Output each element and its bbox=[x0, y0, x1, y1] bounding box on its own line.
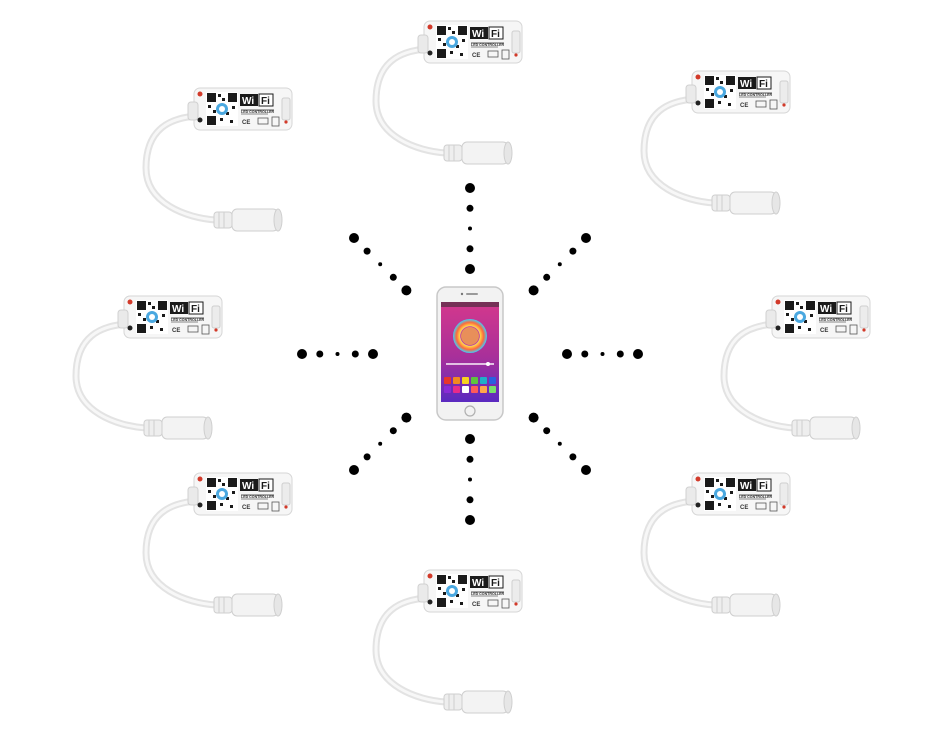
ce-mark: CE bbox=[172, 328, 180, 334]
brand-wi-label: Wi bbox=[472, 578, 484, 589]
ce-mark: CE bbox=[740, 103, 748, 109]
color-swatch bbox=[462, 386, 469, 393]
color-swatch bbox=[489, 377, 496, 384]
signal-dot bbox=[557, 441, 562, 446]
brand-fi-label: Fi bbox=[839, 304, 848, 315]
signal-dot bbox=[378, 262, 383, 267]
model-label: LED CONTROLLER bbox=[241, 110, 275, 114]
model-label: LED CONTROLLER bbox=[241, 495, 275, 499]
signal-dot bbox=[528, 412, 539, 423]
color-swatch bbox=[480, 377, 487, 384]
model-label: LED CONTROLLER bbox=[471, 592, 505, 596]
ce-mark: CE bbox=[472, 53, 480, 59]
signal-dot bbox=[468, 477, 472, 482]
color-swatch bbox=[444, 377, 451, 384]
signal-dot bbox=[349, 465, 359, 475]
signal-dot bbox=[581, 465, 591, 475]
signal-dot bbox=[616, 350, 624, 358]
color-swatch bbox=[471, 386, 478, 393]
brand-wi-label: Wi bbox=[172, 304, 184, 315]
brand-wi-label: Wi bbox=[740, 481, 752, 492]
signal-dot bbox=[466, 204, 474, 212]
brand-fi-label: Fi bbox=[261, 96, 270, 107]
color-swatch bbox=[471, 377, 478, 384]
brand-wi-label: Wi bbox=[242, 481, 254, 492]
model-label: LED CONTROLLER bbox=[171, 318, 205, 322]
signal-dot bbox=[600, 352, 605, 356]
signal-dots bbox=[297, 183, 643, 525]
signal-dot bbox=[351, 350, 359, 358]
brand-wi-label: Wi bbox=[472, 29, 484, 40]
signal-dot bbox=[378, 441, 383, 446]
signal-dot bbox=[543, 427, 551, 435]
brand-fi-label: Fi bbox=[191, 304, 200, 315]
model-label: LED CONTROLLER bbox=[739, 93, 773, 97]
model-label: LED CONTROLLER bbox=[739, 495, 773, 499]
signal-dot bbox=[528, 285, 539, 296]
color-swatch bbox=[480, 386, 487, 393]
signal-dot bbox=[389, 427, 397, 435]
ce-mark: CE bbox=[740, 505, 748, 511]
brand-wi-label: Wi bbox=[740, 79, 752, 90]
signal-dot bbox=[465, 434, 475, 444]
signal-dot bbox=[569, 453, 577, 461]
signal-dot bbox=[335, 352, 340, 356]
signal-dot bbox=[465, 515, 475, 525]
ce-mark: CE bbox=[820, 328, 828, 334]
ce-mark: CE bbox=[242, 505, 250, 511]
color-swatch bbox=[453, 386, 460, 393]
signal-dot bbox=[569, 247, 577, 255]
signal-dot bbox=[349, 233, 359, 243]
brand-wi-label: Wi bbox=[820, 304, 832, 315]
brand-fi-label: Fi bbox=[261, 481, 270, 492]
signal-dot bbox=[389, 273, 397, 281]
signal-dot bbox=[543, 273, 551, 281]
signal-dot bbox=[633, 349, 643, 359]
model-label: LED CONTROLLER bbox=[471, 43, 505, 47]
model-label: LED CONTROLLER bbox=[819, 318, 853, 322]
brand-wi-label: Wi bbox=[242, 96, 254, 107]
home-button bbox=[464, 405, 476, 417]
signal-dot bbox=[401, 412, 412, 423]
signal-dot bbox=[466, 455, 474, 463]
smartphone bbox=[436, 286, 504, 421]
signal-dot bbox=[466, 245, 474, 253]
signal-dot bbox=[465, 183, 475, 193]
signal-dot bbox=[581, 233, 591, 243]
ce-mark: CE bbox=[242, 120, 250, 126]
color-swatch bbox=[489, 386, 496, 393]
color-swatch bbox=[462, 377, 469, 384]
signal-dot bbox=[316, 350, 324, 358]
signal-dot bbox=[562, 349, 572, 359]
brand-fi-label: Fi bbox=[491, 578, 500, 589]
signal-dot bbox=[297, 349, 307, 359]
color-swatches bbox=[444, 377, 496, 393]
color-swatch bbox=[444, 386, 451, 393]
signal-dot bbox=[557, 262, 562, 267]
signal-dot bbox=[466, 496, 474, 504]
signal-dot bbox=[401, 285, 412, 296]
signal-dot bbox=[468, 226, 472, 231]
signal-dot bbox=[363, 453, 371, 461]
brand-fi-label: Fi bbox=[759, 481, 768, 492]
signal-dot bbox=[363, 247, 371, 255]
signal-dot bbox=[368, 349, 378, 359]
color-swatch bbox=[453, 377, 460, 384]
brand-fi-label: Fi bbox=[759, 79, 768, 90]
brand-fi-label: Fi bbox=[491, 29, 500, 40]
signal-dot bbox=[581, 350, 589, 358]
ce-mark: CE bbox=[472, 602, 480, 608]
signal-dot bbox=[465, 264, 475, 274]
